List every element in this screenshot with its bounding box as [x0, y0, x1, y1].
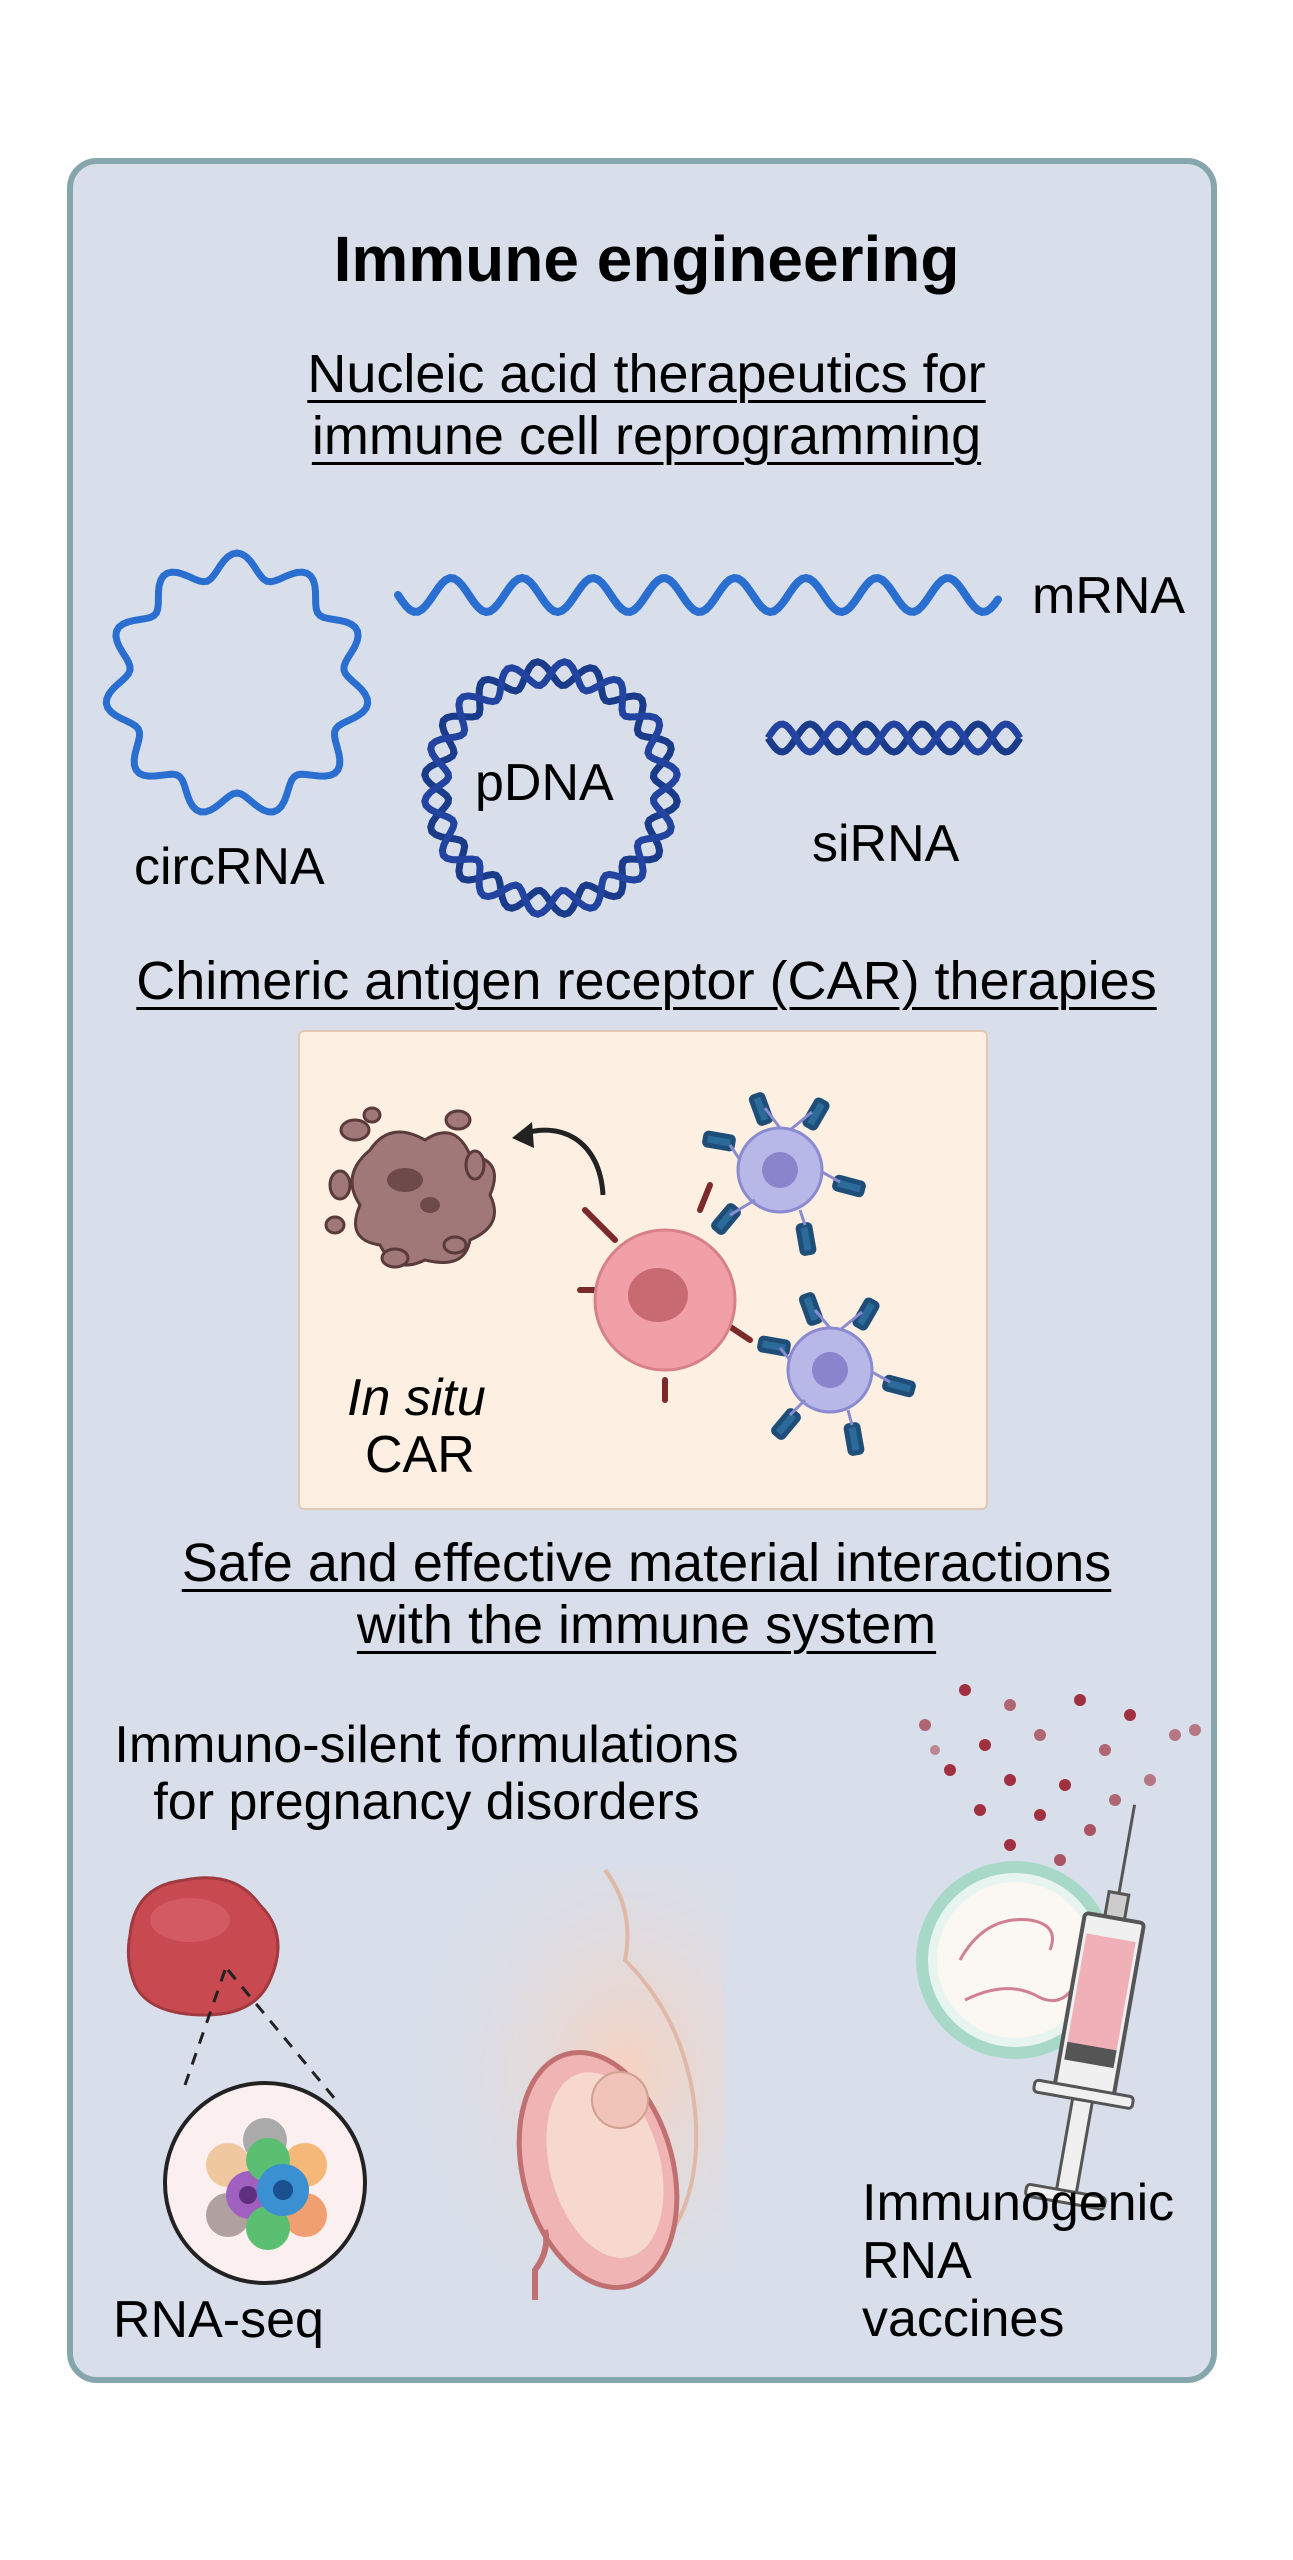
section1-heading-line1: Nucleic acid therapeutics for [307, 344, 986, 404]
section1-heading-line2: immune cell reprogramming [311, 406, 982, 466]
vaccines-line3: vaccines [862, 2290, 1065, 2348]
placenta-icon [126, 1876, 280, 2017]
section3-heading-line2: with the immune system [356, 1595, 937, 1655]
lipid-nanoparticle-icon [916, 1861, 1114, 2059]
vaccines-line1: Immunogenic [862, 2174, 1175, 2232]
car-t-cell-icon [577, 1182, 753, 1403]
circrna-label: circRNA [134, 838, 325, 896]
curved-arrow-icon [519, 1127, 606, 1196]
antibody-icon [702, 1092, 916, 1456]
pregnant-belly-icon [395, 1868, 725, 2300]
mrna-label: mRNA [1032, 567, 1186, 625]
syringe-icon [1024, 1804, 1146, 2211]
formulations-line1: Immuno-silent formulations [114, 1716, 739, 1774]
in-situ-label: In situ [347, 1369, 486, 1427]
formulations-line2: for pregnancy disorders [153, 1773, 700, 1831]
dying-tumor-cell-icon [324, 1106, 496, 1269]
section2-heading: Chimeric antigen receptor (CAR) therapie… [136, 951, 1157, 1011]
rna-nanoparticle-droplets-icon [919, 1684, 1201, 1886]
pdna-label: pDNA [475, 754, 614, 812]
vaccines-line2: RNA [862, 2232, 972, 2290]
figure-title: Immune engineering [333, 223, 960, 295]
sirna-label: siRNA [812, 815, 960, 873]
single-cell-sequencing-icon [163, 2081, 367, 2285]
immune-cell-icon [736, 1126, 824, 1214]
section3-heading-line1: Safe and effective material interactions [181, 1533, 1112, 1593]
car-label: CAR [365, 1426, 475, 1484]
rnaseq-label: RNA-seq [113, 2291, 324, 2349]
